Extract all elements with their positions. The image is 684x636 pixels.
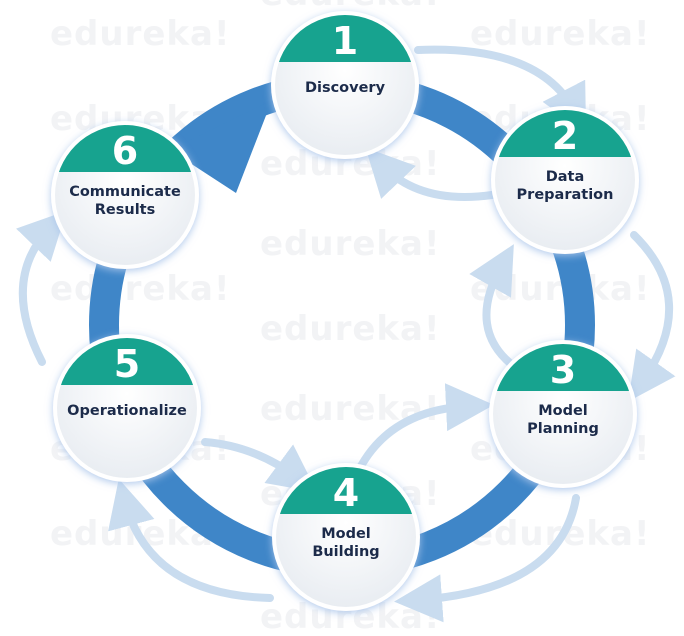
stage-label: Building: [312, 544, 379, 560]
feedback-arrow: [414, 45, 587, 134]
watermark-text: edureka!: [260, 389, 441, 429]
stage-nodes: 1Discovery2DataPreparation3ModelPlanning…: [51, 11, 639, 611]
feedback-arrow: [16, 210, 67, 366]
feedback-arrow: [394, 494, 580, 623]
stage-label: Discovery: [305, 80, 386, 96]
stage-label: Operationalize: [67, 403, 187, 419]
watermark-text: edureka!: [260, 224, 441, 264]
stage-number: 6: [112, 129, 138, 173]
feedback-arrow: [469, 244, 520, 372]
stage-label: Communicate: [69, 184, 181, 200]
stage-number: 2: [552, 114, 578, 158]
stage-label: Model: [321, 526, 371, 542]
watermark-text: edureka!: [260, 309, 441, 349]
feedback-arrow: [351, 383, 494, 482]
feedback-arrow: [201, 438, 318, 493]
stage-number: 3: [550, 348, 576, 392]
feedback-arrow: [108, 478, 274, 602]
stage-label: Model: [538, 403, 588, 419]
cycle-arrowhead: [170, 100, 272, 193]
stage-label: Preparation: [517, 187, 614, 203]
stage-label: Results: [95, 202, 156, 218]
stage-label: Data: [546, 169, 585, 185]
watermark-text: edureka!: [260, 0, 441, 14]
watermark-text: edureka!: [50, 14, 231, 54]
feedback-arrow: [628, 231, 676, 402]
stage-number: 5: [114, 342, 140, 386]
watermark-text: edureka!: [50, 269, 231, 309]
stage-number: 4: [333, 471, 359, 515]
stage-number: 1: [332, 19, 358, 63]
stage-label: Planning: [527, 421, 599, 437]
feedback-arrows: [16, 45, 676, 623]
feedback-arrow: [365, 147, 496, 201]
watermark-text: edureka!: [470, 14, 651, 54]
